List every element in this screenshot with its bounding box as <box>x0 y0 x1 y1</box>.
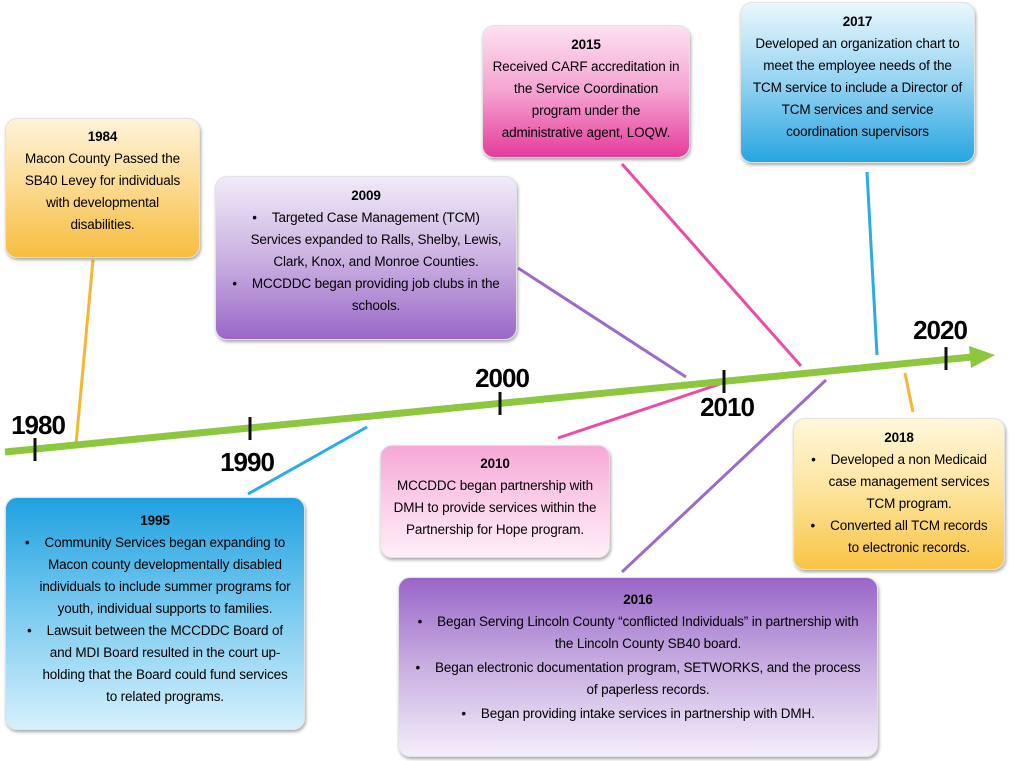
bullet-text-line: the Lincoln County SB40 board. <box>554 636 742 651</box>
event-text-line: coordination supervisors <box>786 124 929 139</box>
event-year: 2015 <box>571 37 601 52</box>
event-box-2016: 2016 Began Serving Lincoln County “confl… <box>398 577 878 757</box>
bullet-text-line: individuals to include summer programs f… <box>39 579 291 594</box>
bullet-item: Lawsuit between the MCCDDC Board of and … <box>6 620 304 708</box>
bullet-text-line: to related programs. <box>106 689 224 704</box>
event-year: 1995 <box>140 513 170 528</box>
bullet-text-line: Developed a non Medicaid <box>830 452 987 467</box>
connector-2010 <box>557 382 721 440</box>
event-text-line: Partnership for Hope program. <box>406 522 584 537</box>
bullet-text-line: Began Serving Lincoln County “conflicted… <box>437 614 859 629</box>
bullet-item: Began electronic documentation program, … <box>399 657 877 701</box>
bullet-text-line: Targeted Case Management (TCM) <box>271 210 480 225</box>
bullet-text-line: Clark, Knox, and Monroe Counties. <box>273 254 479 269</box>
event-box-2015: 2015 Received CARF accreditation in the … <box>482 25 690 158</box>
event-text-line: meet the employee needs of the <box>763 58 952 73</box>
bullet-item: Community Services began expanding to Ma… <box>6 532 304 620</box>
bullet-item: Began providing intake services in partn… <box>399 703 877 725</box>
bullet-item: Developed a non Medicaid case management… <box>794 449 1004 515</box>
event-box-1984: 1984 Macon County Passed the SB40 Levey … <box>5 118 200 258</box>
bullet-icon <box>27 620 32 642</box>
bullet-text-line: Began electronic documentation program, … <box>435 660 861 675</box>
bullet-item: Targeted Case Management (TCM) Services … <box>216 207 516 273</box>
bullet-icon <box>415 657 420 679</box>
event-box-2009: 2009 Targeted Case Management (TCM) Serv… <box>215 176 517 340</box>
event-year: 2009 <box>351 188 381 203</box>
timeline-arrow-shaft <box>4 353 973 456</box>
bullet-first-line: Began Serving Lincoln County “conflicted… <box>399 611 877 633</box>
event-year: 2017 <box>842 14 873 29</box>
event-text-line: with developmental <box>46 195 159 210</box>
bullet-icon <box>461 703 466 725</box>
bullet-text-line: Lawsuit between the MCCDDC Board of <box>46 623 284 638</box>
bullet-first-line: MCCDDC began providing job clubs in the <box>216 273 516 295</box>
bullet-icon <box>232 273 237 295</box>
connector-2017 <box>865 171 879 356</box>
bullet-text-line: Began providing intake services in partn… <box>480 706 815 721</box>
connector-1995 <box>247 425 368 496</box>
bullet-icon <box>811 515 816 537</box>
event-box-1995: 1995 Community Services began expanding … <box>5 497 305 730</box>
connector-2015 <box>620 163 803 367</box>
bullet-text-line: schools. <box>351 298 401 313</box>
bullet-item: MCCDDC began providing job clubs in the … <box>216 273 516 317</box>
bullet-item: Converted all TCM records to electronic … <box>794 515 1004 559</box>
bullet-text-line: MCCDDC began providing job clubs in the <box>251 276 500 291</box>
event-year: 2016 <box>623 592 653 607</box>
bullet-text-line: case management services <box>828 474 990 489</box>
event-year: 2010 <box>480 456 510 471</box>
event-box-2018: 2018 Developed a non Medicaid case manag… <box>793 418 1005 570</box>
bullet-text-line: to electronic records. <box>847 540 970 555</box>
bullet-first-line: Began providing intake services in partn… <box>399 703 877 725</box>
bullet-icon <box>811 449 816 471</box>
event-text-line: Macon County Passed the <box>25 151 180 166</box>
bullet-first-line: Converted all TCM records <box>794 515 1004 537</box>
connector-2018 <box>903 372 915 413</box>
axis-label-1990: 1990 <box>220 447 275 477</box>
event-text-line: administrative agent, LOQW. <box>501 125 671 140</box>
connector-2009 <box>517 266 687 379</box>
event-text-line: the Service Coordination <box>513 81 659 96</box>
bullet-first-line: Developed a non Medicaid <box>794 449 1004 471</box>
event-box-2017: 2017 Developed an organization chart to … <box>740 2 975 163</box>
bullet-text-line: Community Services began expanding to <box>44 535 286 550</box>
event-text-line: disabilities. <box>70 217 135 232</box>
bullet-text-line: of paperless records. <box>586 682 710 697</box>
bullet-text-line: holding that the Board could fund servic… <box>42 667 288 682</box>
axis-label-2020: 2020 <box>913 315 968 345</box>
connector-1984 <box>74 259 95 445</box>
axis-label-2010: 2010 <box>700 392 755 422</box>
bullet-first-line: Community Services began expanding to <box>6 532 304 554</box>
bullet-first-line: Targeted Case Management (TCM) <box>216 207 516 229</box>
axis-label-1980: 1980 <box>11 410 66 440</box>
bullet-text-line: Macon county developmentally disabled <box>48 557 282 572</box>
event-text-line: Developed an organization chart to <box>755 36 960 51</box>
event-text-line: program under the <box>531 103 641 118</box>
bullet-item: Began Serving Lincoln County “conflicted… <box>399 611 877 655</box>
bullet-icon <box>25 532 30 554</box>
event-text-line: MCCDDC began partnership with <box>397 478 593 493</box>
bullet-text-line: Converted all TCM records <box>830 518 988 533</box>
bullet-text-line: and MDI Board resulted in the court up- <box>49 645 281 660</box>
axis-label-2000: 2000 <box>475 363 530 393</box>
event-text-line: SB40 Levey for individuals <box>24 173 181 188</box>
event-text-line: TCM services and service <box>781 102 934 117</box>
bullet-first-line: Lawsuit between the MCCDDC Board of <box>6 620 304 642</box>
connector-2016 <box>620 378 828 574</box>
event-text-line: DMH to provide services within the <box>393 500 597 515</box>
bullet-first-line: Began electronic documentation program, … <box>399 657 877 679</box>
bullet-text-line: Services expanded to Ralls, Shelby, Lewi… <box>250 232 502 247</box>
event-text-line: TCM service to include a Director of <box>752 80 963 95</box>
event-year: 2018 <box>884 430 914 445</box>
bullet-icon <box>418 611 423 633</box>
timeline-arrow-head <box>969 346 995 368</box>
bullet-text-line: TCM program. <box>866 496 952 511</box>
event-year: 1984 <box>87 129 118 144</box>
event-box-2010: 2010 MCCDDC began partnership with DMH t… <box>380 445 610 558</box>
bullet-icon <box>252 207 257 229</box>
event-text-line: Received CARF accreditation in <box>492 59 680 74</box>
bullet-text-line: youth, individual supports to families. <box>57 601 273 616</box>
